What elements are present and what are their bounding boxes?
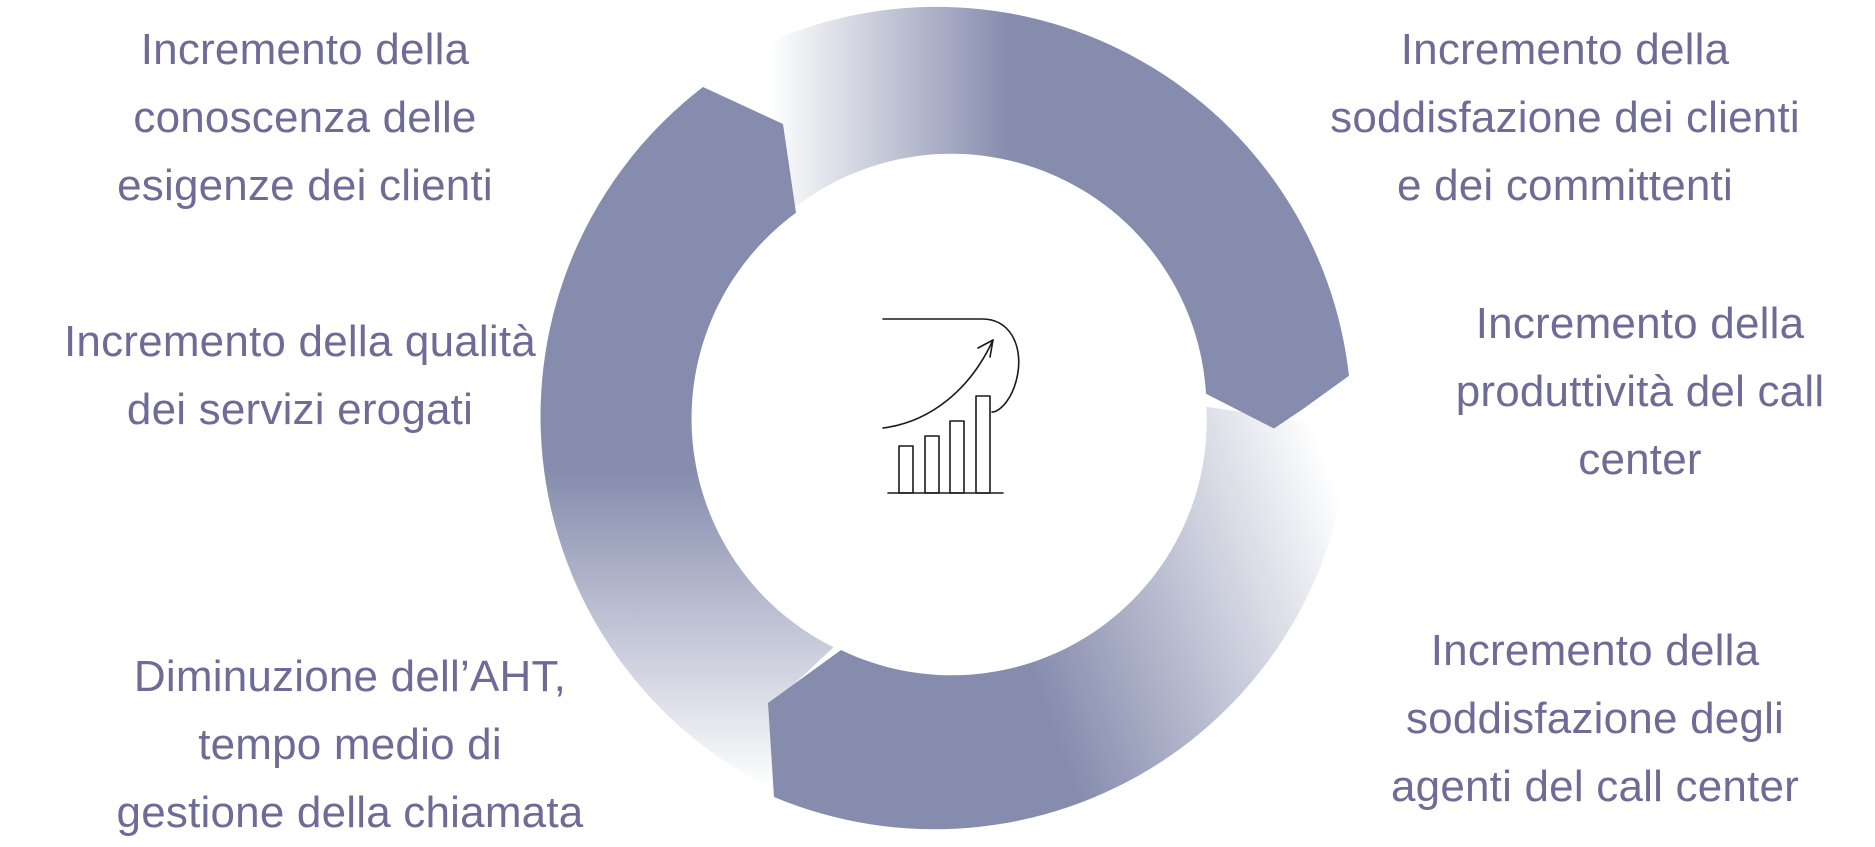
label-line: produttività del call	[1455, 367, 1825, 416]
label-line: Incremento della	[1430, 626, 1760, 675]
label-line: Diminuzione dell’AHT,	[133, 652, 567, 701]
growth-chart-icon	[882, 318, 1020, 494]
label-line: conoscenza delle	[133, 93, 477, 142]
label-line: gestione della chiamata	[116, 788, 584, 837]
label-line: Incremento della	[1400, 25, 1730, 74]
label-knowledge-customer-needs: Incremento della conoscenza delle esigen…	[40, 16, 570, 220]
label-line: Incremento della qualità	[64, 317, 536, 366]
label-line: center	[1578, 435, 1702, 484]
label-line: e dei committenti	[1397, 161, 1733, 210]
label-service-quality: Incremento della qualità dei servizi ero…	[0, 308, 600, 444]
label-line: Incremento della	[140, 25, 470, 74]
label-aht-reduction: Diminuzione dell’AHT, tempo medio di ges…	[50, 643, 650, 847]
label-call-center-productivity: Incremento della produttività del call c…	[1405, 290, 1875, 494]
label-agent-satisfaction: Incremento della soddisfazione degli age…	[1315, 617, 1875, 821]
label-customer-satisfaction: Incremento della soddisfazione dei clien…	[1285, 16, 1845, 220]
label-line: soddisfazione degli	[1405, 694, 1785, 743]
ring-segment-top	[766, 6, 1349, 429]
label-line: agenti del call center	[1391, 762, 1799, 811]
label-line: soddisfazione dei clienti	[1330, 93, 1800, 142]
label-line: tempo medio di	[198, 720, 502, 769]
ring-segment-left	[540, 87, 834, 790]
label-line: esigenze dei clienti	[117, 161, 493, 210]
label-line: dei servizi erogati	[126, 385, 474, 434]
label-line: Incremento della	[1475, 299, 1805, 348]
ring-segment-bottom	[768, 406, 1350, 830]
